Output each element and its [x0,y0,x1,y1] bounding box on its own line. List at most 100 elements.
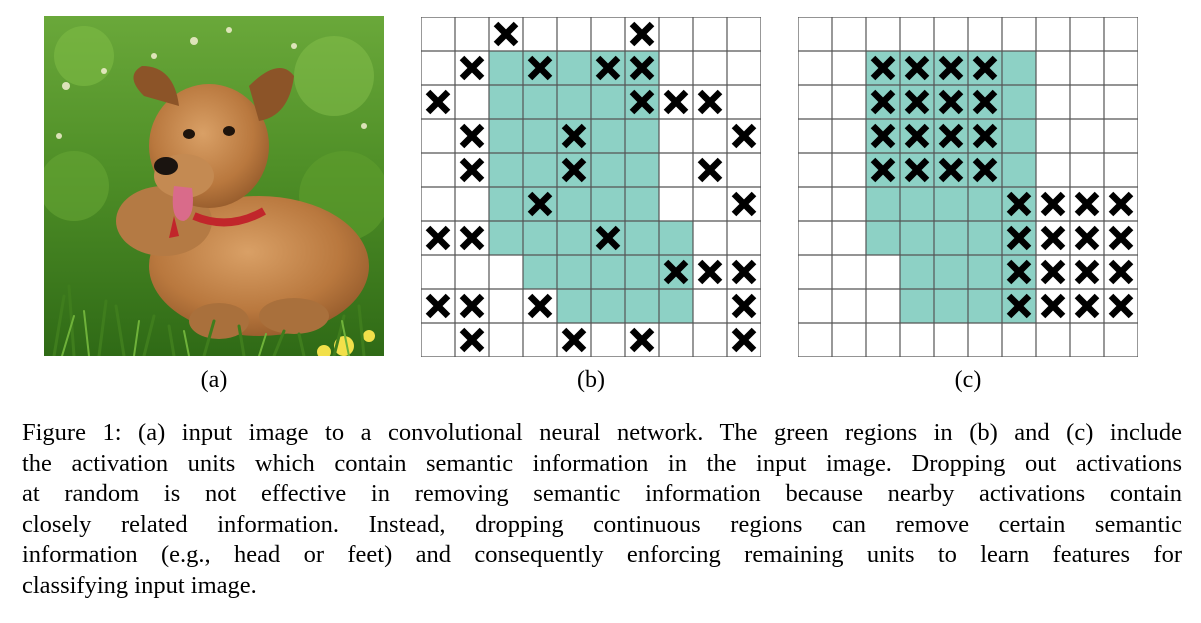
activation-cell [523,119,557,153]
activation-cell [900,289,934,323]
dropped-unit-x-icon [1108,293,1134,319]
activation-cell [625,119,659,153]
activation-cell [557,221,591,255]
dropped-unit-x-icon [629,327,655,353]
dropped-unit-x-icon [459,225,485,251]
dropped-unit-x-icon [1006,259,1032,285]
activation-cell [934,221,968,255]
dropped-unit-x-icon [904,55,930,81]
activation-cell [1002,85,1036,119]
activation-cell [523,255,557,289]
activation-cell [625,187,659,221]
activation-cell [968,255,1002,289]
dropped-unit-x-icon [938,89,964,115]
dropped-unit-x-icon [561,327,587,353]
activation-cell [591,119,625,153]
dropped-unit-x-icon [938,123,964,149]
activation-cell [625,221,659,255]
dropped-unit-x-icon [697,157,723,183]
dropped-unit-x-icon [527,55,553,81]
dropped-unit-x-icon [972,89,998,115]
dropped-unit-x-icon [493,21,519,47]
activation-cell [557,255,591,289]
dropped-unit-x-icon [731,191,757,217]
activation-cell [591,153,625,187]
activation-cell [900,255,934,289]
panel-c-label: (c) [954,367,982,393]
panel-b-random-dropout-grid [421,17,761,357]
dropped-unit-x-icon [527,191,553,217]
dropped-unit-x-icon [938,157,964,183]
activation-cell [625,153,659,187]
dropped-unit-x-icon [629,55,655,81]
dropped-unit-x-icon [425,225,451,251]
dropped-unit-x-icon [1074,259,1100,285]
activation-cell [489,119,523,153]
dropped-unit-x-icon [731,293,757,319]
activation-cell [489,221,523,255]
dropped-unit-x-icon [459,123,485,149]
dropped-unit-x-icon [731,259,757,285]
dropped-unit-x-icon [1040,259,1066,285]
dropped-unit-x-icon [459,55,485,81]
activation-cell [557,51,591,85]
activation-cell [659,289,693,323]
dropped-unit-x-icon [697,89,723,115]
activation-cell [591,255,625,289]
activation-cell [591,85,625,119]
activation-cell [523,221,557,255]
activation-cell [625,289,659,323]
dropped-unit-x-icon [459,293,485,319]
activation-cell [591,289,625,323]
activation-cell [934,187,968,221]
activation-grid-b [421,17,761,357]
dropped-unit-x-icon [1074,191,1100,217]
dropped-unit-x-icon [1006,293,1032,319]
activation-cell [968,221,1002,255]
panel-b-label: (b) [577,367,605,393]
activation-cell [866,187,900,221]
dropped-unit-x-icon [972,157,998,183]
activation-cell [591,187,625,221]
activation-cell [1002,119,1036,153]
dropped-unit-x-icon [663,259,689,285]
caption-line: information (e.g., head or feet) and con… [22,541,1182,568]
dropped-unit-x-icon [1108,259,1134,285]
dropped-unit-x-icon [870,157,896,183]
dropped-unit-x-icon [870,123,896,149]
activation-cell [934,255,968,289]
dropped-unit-x-icon [1006,191,1032,217]
dropped-unit-x-icon [561,123,587,149]
figure-caption: Figure 1: (a) input image to a convoluti… [22,418,1182,601]
activation-cell [489,153,523,187]
dropped-unit-x-icon [595,225,621,251]
dropped-unit-x-icon [1040,225,1066,251]
caption-line: Figure 1: (a) input image to a convoluti… [22,419,1182,446]
caption-line: closely related information. Instead, dr… [22,510,1182,538]
dropped-unit-x-icon [1006,225,1032,251]
activation-cell [523,153,557,187]
activation-cell [968,187,1002,221]
activation-cell [659,221,693,255]
panel-a-input-image [44,16,384,356]
dropped-unit-x-icon [870,89,896,115]
dropped-unit-x-icon [425,293,451,319]
dropped-unit-x-icon [697,259,723,285]
caption-line: the activation units which contain seman… [22,449,1182,477]
panel-c-block-dropout-grid [798,17,1138,357]
activation-cell [557,187,591,221]
activation-cell [866,221,900,255]
activation-cell [934,289,968,323]
dropped-unit-x-icon [527,293,553,319]
activation-cell [625,255,659,289]
dropped-unit-x-icon [425,89,451,115]
caption-line: at random is not effective in removing s… [22,480,1182,507]
dropped-unit-x-icon [663,89,689,115]
dropped-unit-x-icon [1108,191,1134,217]
dropped-unit-x-icon [904,89,930,115]
activation-cell [523,85,557,119]
dropped-unit-x-icon [904,123,930,149]
dropped-unit-x-icon [1040,293,1066,319]
activation-cell [1002,51,1036,85]
dropped-unit-x-icon [972,55,998,81]
